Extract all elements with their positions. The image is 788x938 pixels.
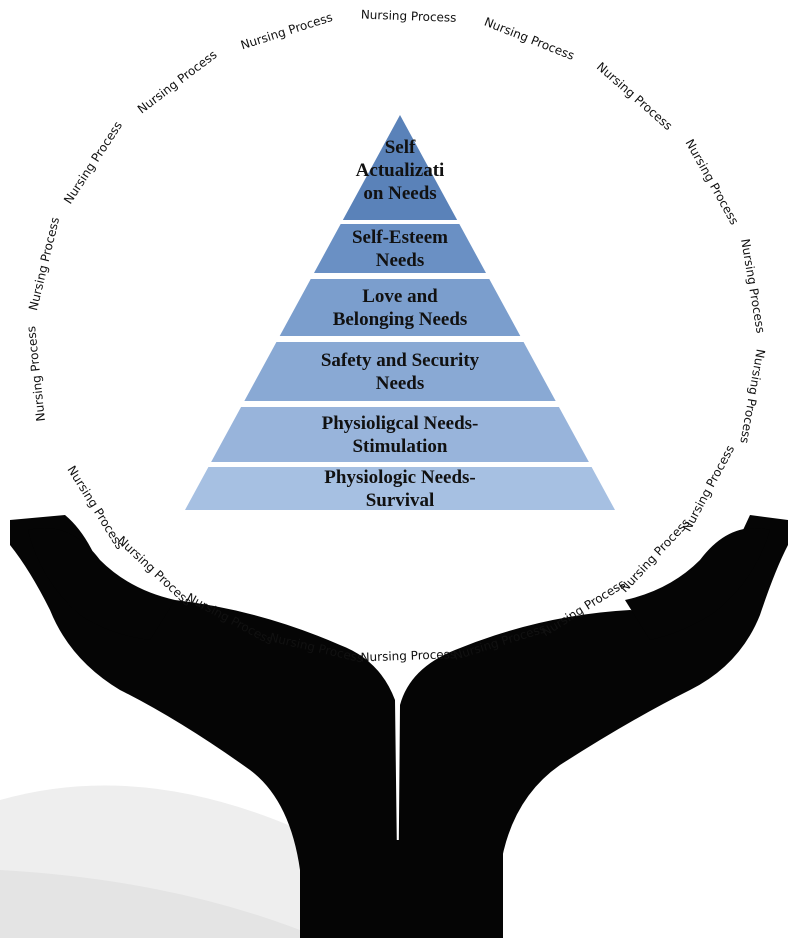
pyramid-tier-label: Physioligcal Needs- (322, 413, 479, 434)
nursing-process-label: Nursing Process (683, 137, 742, 227)
pyramid-tier-label: Stimulation (352, 436, 447, 457)
pyramid-tier-shape (244, 342, 556, 401)
cupped-hands-icon (10, 515, 788, 938)
left-thumb (28, 528, 175, 640)
right-thumb (625, 528, 770, 640)
pyramid-tier-label: Belonging Needs (333, 309, 468, 330)
nursing-process-label: Nursing Process (239, 10, 334, 52)
pyramid-tier-label: Love and (362, 286, 438, 307)
nursing-process-label: Nursing Process (24, 326, 48, 423)
nursing-process-label: Nursing Process (135, 47, 220, 116)
pyramid-tier-label: Self-Esteem (352, 227, 448, 248)
pyramid-tier-shape (314, 224, 486, 273)
pyramid-tier-label: on Needs (363, 183, 436, 204)
nursing-process-label: Nursing Process (61, 119, 125, 207)
pyramid-tier-label: Actualizati (356, 160, 445, 181)
nursing-process-label: Nursing Process (594, 59, 675, 133)
pyramid-tier-5: Physioligcal Needs-Stimulation (211, 407, 589, 462)
pyramid-tier-label: Self (385, 137, 416, 158)
pyramid-tier-shape (342, 115, 458, 220)
left-wrist (300, 840, 400, 938)
nursing-process-label: Nursing Process (680, 443, 737, 534)
pyramid-tier-shape (279, 279, 521, 336)
pyramid-tier-shape (185, 467, 615, 510)
pyramid-tier-label: Needs (376, 373, 425, 394)
nursing-process-label: Nursing Process (361, 8, 457, 25)
right-wrist (398, 840, 503, 938)
nursing-process-label: Nursing Process (482, 15, 576, 63)
pyramid-tier-label: Physiologic Needs- (324, 467, 475, 488)
pyramid-tier-6: Physiologic Needs-Survival (185, 467, 615, 511)
nursing-process-label: Nursing Process (738, 238, 768, 335)
background-swoosh-2 (0, 870, 320, 938)
nursing-process-label: Nursing Process (360, 647, 456, 664)
pyramid-tier-label: Needs (376, 250, 425, 271)
pyramid-tier-label: Survival (366, 490, 435, 511)
pyramid-tier-shape (211, 407, 589, 462)
nursing-process-label: Nursing Process (26, 216, 62, 312)
pyramid-tier-label: Safety and Security (321, 350, 480, 371)
nursing-process-label: Nursing Process (737, 348, 767, 445)
